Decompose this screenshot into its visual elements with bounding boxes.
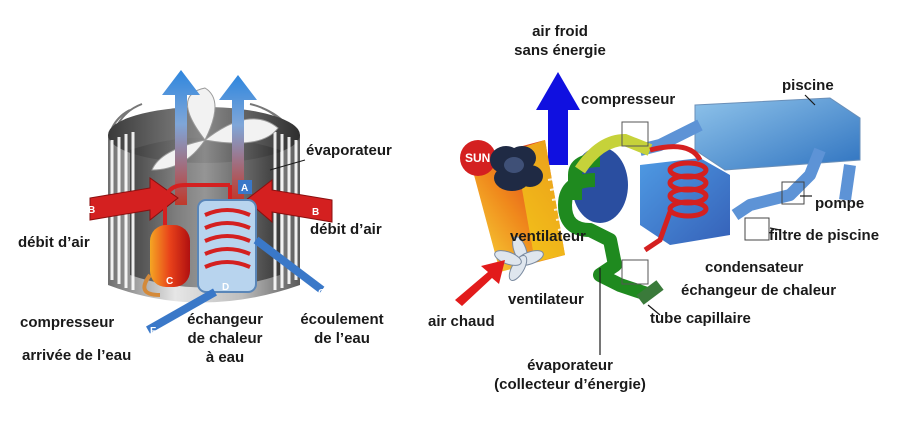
pool xyxy=(694,97,861,171)
label-compresseur-left: compresseur xyxy=(20,314,115,331)
air-out-arrow-right xyxy=(219,75,257,200)
label-pompe: pompe xyxy=(815,195,865,212)
label-evaporateur-line2: (collecteur d’énergie) xyxy=(494,376,646,393)
right-callout-lines xyxy=(599,94,816,355)
label-echangeur-eau-line1: échangeur xyxy=(187,311,263,328)
tag-f: F xyxy=(150,326,156,337)
pump-box xyxy=(781,181,805,205)
tag-b-left: B xyxy=(88,205,95,216)
filter-box xyxy=(744,217,770,241)
sun-label: SUN xyxy=(465,151,490,165)
tag-b-right: B xyxy=(312,207,319,218)
water-outlet-pipe xyxy=(253,236,325,294)
letter-tags: A B B C D F G xyxy=(88,180,326,337)
label-air-froid-line2: sans énergie xyxy=(514,42,606,59)
sun-icon xyxy=(460,140,496,176)
capillary-box xyxy=(621,259,649,285)
label-air-froid: air froid sans énergie xyxy=(500,22,620,60)
hot-air-arrow xyxy=(455,260,505,306)
air-in-arrow-right xyxy=(245,178,333,224)
bottom-fan-icon xyxy=(494,236,544,281)
label-debit-air-right: débit d’air xyxy=(310,221,382,238)
label-air-chaud: air chaud xyxy=(428,313,495,330)
tag-g: G xyxy=(318,288,326,299)
compressor-c xyxy=(150,225,190,287)
cloud-icon xyxy=(490,146,543,191)
cold-air-arrow xyxy=(536,72,580,165)
tag-c: C xyxy=(166,276,173,287)
label-ventilateur-bottom: ventilateur xyxy=(508,291,584,308)
label-echangeur-chaleur: échangeur de chaleur xyxy=(681,282,837,299)
hot-gas-line xyxy=(575,133,653,174)
refrigerant-pipes xyxy=(163,183,232,250)
exchanger-coil xyxy=(204,208,251,269)
water-inlet-pipe xyxy=(146,288,217,334)
label-filtre-piscine: filtre de piscine xyxy=(769,227,880,244)
label-tube-capillaire: tube capillaire xyxy=(650,310,751,327)
compressor-box xyxy=(621,121,649,147)
label-echangeur-eau-line3: à eau xyxy=(205,349,245,366)
label-piscine: piscine xyxy=(782,77,834,94)
left-callout-lines xyxy=(269,159,306,171)
label-ventilateur-top: ventilateur xyxy=(510,228,586,245)
label-ecoulement-line2: de l’eau xyxy=(314,330,370,347)
tag-d: D xyxy=(222,282,229,293)
label-compresseur-right: compresseur xyxy=(581,91,676,108)
label-condensateur: condensateur xyxy=(705,259,804,276)
right-heat-pump-unit: SUN xyxy=(455,72,861,355)
label-evaporateur-left: évaporateur xyxy=(306,142,392,159)
label-evaporateur-collecteur: évaporateur (collecteur d’énergie) xyxy=(470,356,670,394)
tag-a: A xyxy=(241,183,248,194)
label-debit-air-left: débit d’air xyxy=(18,234,90,251)
label-arrivee-eau: arrivée de l’eau xyxy=(22,347,132,364)
condenser-coil xyxy=(643,144,709,253)
label-echangeur-eau-line2: de chaleur xyxy=(187,330,263,347)
label-echangeur-eau: échangeur de chaleur à eau xyxy=(180,310,270,367)
label-ecoulement-line1: écoulement xyxy=(300,311,384,328)
label-air-froid-line1: air froid xyxy=(532,23,588,40)
label-evaporateur-line1: évaporateur xyxy=(527,357,613,374)
air-out-arrow-left xyxy=(162,70,200,205)
left-heat-pump-unit: A B B C D F G xyxy=(88,70,333,337)
label-ecoulement-eau: écoulement de l’eau xyxy=(292,310,392,348)
